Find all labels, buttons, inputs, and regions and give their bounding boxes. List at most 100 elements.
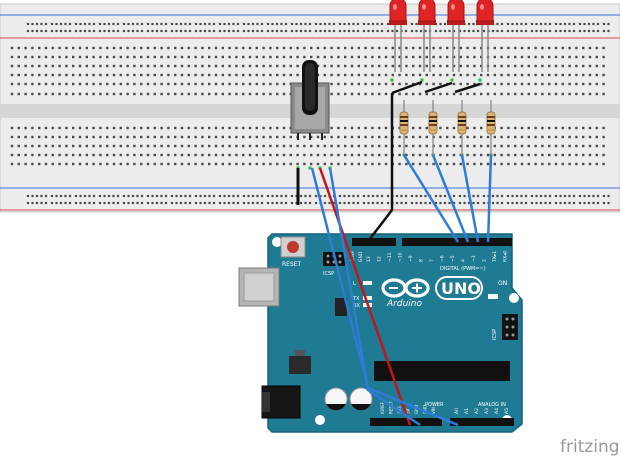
breadboard-hole xyxy=(262,55,265,59)
breadboard-hole xyxy=(140,126,143,130)
breadboard-hole xyxy=(554,64,558,68)
breadboard-hole xyxy=(65,92,68,96)
breadboard-hole xyxy=(480,46,483,50)
breadboard-hole xyxy=(588,82,592,86)
breadboard-hole xyxy=(391,64,394,68)
breadboard-hole xyxy=(40,194,43,198)
breadboard-hole xyxy=(269,82,272,86)
breadboard-hole xyxy=(284,194,288,198)
breadboard-hole xyxy=(126,92,129,96)
breadboard-hole xyxy=(534,73,537,77)
breadboard-hole xyxy=(378,46,381,50)
breadboard-hole xyxy=(236,201,240,205)
breadboard-hole xyxy=(316,46,320,50)
breadboard-hole xyxy=(541,126,544,130)
breadboard-hole xyxy=(180,153,184,157)
breadboard-hole xyxy=(248,73,252,77)
breadboard-hole xyxy=(106,153,109,157)
breadboard-hole xyxy=(282,46,286,50)
breadboard-hole xyxy=(595,64,598,68)
breadboard-hole xyxy=(554,73,558,77)
breadboard-hole xyxy=(282,135,286,139)
breadboard-hole xyxy=(78,64,82,68)
breadboard-hole xyxy=(493,135,496,139)
breadboard-hole xyxy=(214,135,218,139)
breadboard-hole xyxy=(116,194,120,198)
breadboard-hole xyxy=(72,92,75,96)
breadboard-hole xyxy=(482,194,486,198)
breadboard-hole xyxy=(85,46,88,50)
breadboard-hole xyxy=(282,64,286,68)
dc-jack-icon xyxy=(261,385,301,419)
breadboard-hole xyxy=(595,144,598,148)
breadboard-hole xyxy=(419,201,423,205)
breadboard-hole xyxy=(251,194,255,198)
breadboard-hole xyxy=(235,144,238,148)
breadboard-hole xyxy=(439,82,442,86)
breadboard-hole xyxy=(276,73,279,77)
breadboard-hole xyxy=(106,73,109,77)
breadboard-hole xyxy=(296,73,299,77)
breadboard-hole xyxy=(575,55,578,59)
breadboard-hole xyxy=(85,144,88,148)
breadboard-hole xyxy=(151,22,154,26)
breadboard-hole xyxy=(520,29,523,33)
breadboard-hole xyxy=(174,153,177,157)
breadboard-hole xyxy=(133,144,136,148)
breadboard-hole xyxy=(133,73,136,77)
breadboard-hole xyxy=(595,162,598,166)
breadboard-hole xyxy=(535,194,538,198)
breadboard-hole xyxy=(548,64,551,68)
breadboard-hole xyxy=(316,64,320,68)
breadboard-hole xyxy=(371,126,374,130)
breadboard-hole xyxy=(395,29,399,33)
breadboard-hole xyxy=(153,55,156,59)
breadboard-hole xyxy=(112,153,116,157)
breadboard-hole xyxy=(31,144,34,148)
breadboard-hole xyxy=(99,55,102,59)
breadboard-hole xyxy=(418,153,422,157)
breadboard-hole xyxy=(85,82,88,86)
breadboard-hole xyxy=(308,29,312,33)
breadboard-hole xyxy=(146,92,150,96)
breadboard-hole xyxy=(106,126,109,130)
breadboard-hole xyxy=(262,73,265,77)
aref-label: AREF xyxy=(350,250,356,262)
breadboard-hole xyxy=(575,82,578,86)
reset-button-icon[interactable] xyxy=(280,236,306,258)
breadboard-hole xyxy=(563,201,567,205)
breadboard-hole xyxy=(424,29,427,33)
breadboard-hole xyxy=(386,194,390,198)
breadboard-hole xyxy=(174,82,177,86)
breadboard-hole xyxy=(208,144,211,148)
breadboard-hole xyxy=(295,22,298,26)
voltage-regulator xyxy=(289,356,311,374)
breadboard-hole xyxy=(575,144,578,148)
breadboard-hole xyxy=(515,29,519,33)
breadboard-hole xyxy=(544,194,547,198)
breadboard-hole xyxy=(194,201,198,205)
breadboard-hole xyxy=(78,82,82,86)
breadboard-hole xyxy=(255,46,258,50)
breadboard-hole xyxy=(26,194,30,198)
breadboard-hole xyxy=(98,22,102,26)
breadboard-hole xyxy=(26,201,30,205)
breadboard-hole xyxy=(284,201,288,205)
breadboard-hole xyxy=(400,201,403,205)
breadboard-hole xyxy=(201,153,204,157)
breadboard-hole xyxy=(561,92,564,96)
breadboard-hole xyxy=(541,82,544,86)
breadboard-hole xyxy=(208,194,211,198)
breadboard-hole xyxy=(352,194,355,198)
connected-hole xyxy=(308,166,312,170)
breadboard-hole xyxy=(398,153,401,157)
breadboard-hole xyxy=(74,194,78,198)
breadboard-hole xyxy=(541,153,544,157)
breadboard-hole xyxy=(563,29,567,33)
breadboard-hole xyxy=(262,126,265,130)
breadboard-hole xyxy=(380,22,384,26)
breadboard-hole xyxy=(398,162,401,166)
breadboard-hole xyxy=(44,29,48,33)
breadboard-hole xyxy=(174,55,177,59)
breadboard-hole xyxy=(242,201,246,205)
